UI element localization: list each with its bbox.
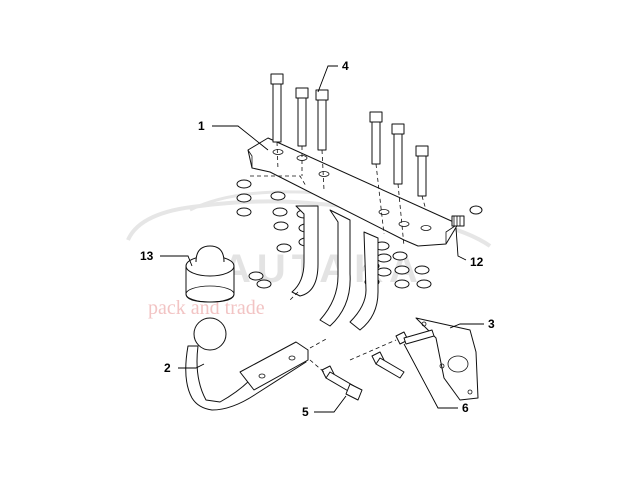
callout-2: 2 <box>164 361 171 375</box>
callout-13: 13 <box>140 249 154 263</box>
tow-ball-arm <box>185 317 329 411</box>
callouts: 1 2 3 4 5 6 12 13 <box>140 59 495 419</box>
bracket-bolt <box>349 329 435 361</box>
callout-1: 1 <box>198 119 205 133</box>
lower-bolt <box>309 351 405 401</box>
side-brackets <box>289 205 379 331</box>
socket-plate <box>415 317 479 401</box>
bolt <box>415 145 429 197</box>
bolt <box>270 73 284 143</box>
bolt <box>369 111 383 165</box>
callout-5: 5 <box>302 405 309 419</box>
bolt-set <box>270 73 429 247</box>
ball-cover-cap <box>185 245 235 303</box>
crossbar-plate <box>247 137 459 247</box>
callout-4: 4 <box>342 59 349 73</box>
callout-12: 12 <box>470 255 484 269</box>
callout-3: 3 <box>488 317 495 331</box>
callout-6: 6 <box>462 401 469 415</box>
bolt <box>391 123 405 185</box>
bolt <box>315 89 329 151</box>
bolt <box>295 87 309 147</box>
watermark-tagline: pack and trade <box>148 297 265 319</box>
nut-and-washer <box>451 205 483 227</box>
leader-lines <box>160 65 484 413</box>
